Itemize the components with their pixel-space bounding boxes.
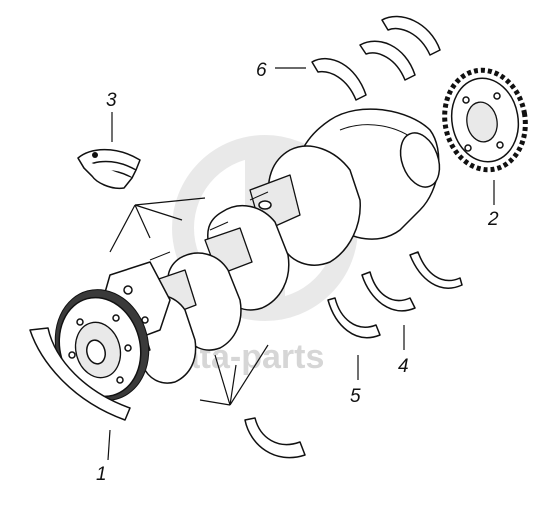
callout-5: 5 — [350, 386, 361, 407]
bearing-shell-3 — [77, 148, 141, 190]
front-gear-assembly — [54, 289, 150, 401]
pointer-arrows-upper — [109, 197, 206, 253]
bearing-shells-6 — [311, 15, 441, 101]
leader-lines — [107, 67, 495, 461]
bearing-shell-bottom — [244, 417, 306, 459]
callout-1: 1 — [96, 464, 107, 485]
thrust-washer-1 — [29, 327, 131, 421]
bearing-shell-5 — [327, 297, 381, 339]
pointer-arrows-lower — [199, 344, 269, 406]
callout-3: 3 — [106, 90, 117, 111]
callout-labels: 1 2 3 4 5 6 — [96, 60, 499, 485]
callout-2: 2 — [487, 209, 499, 230]
callout-6: 6 — [256, 60, 267, 81]
crankshaft — [99, 108, 441, 384]
rear-gear-2 — [442, 67, 528, 173]
bearing-shells-4 — [361, 251, 463, 312]
callout-4: 4 — [398, 356, 409, 377]
